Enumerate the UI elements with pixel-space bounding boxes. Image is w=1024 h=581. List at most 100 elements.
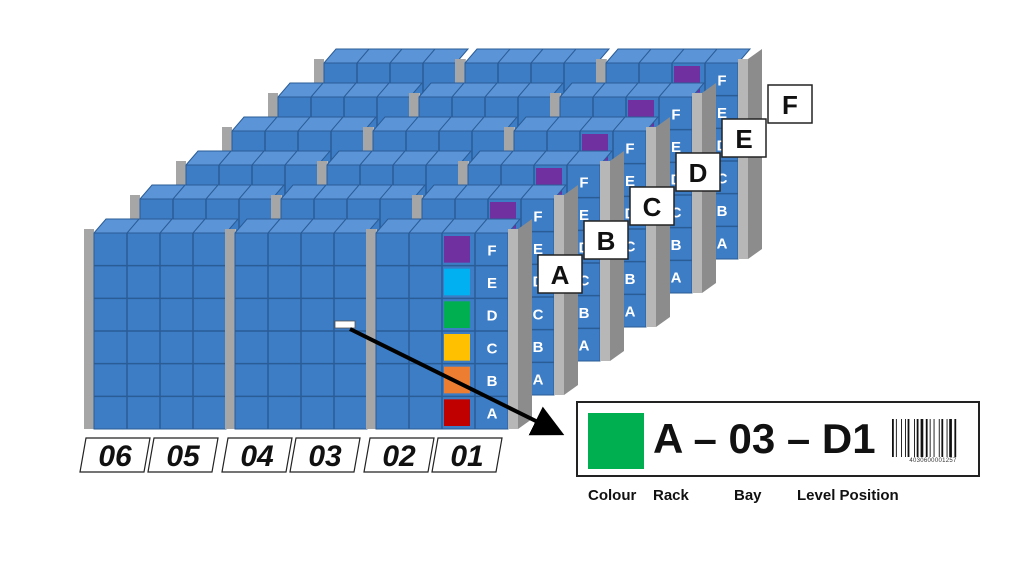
level-label-b: B bbox=[579, 305, 590, 322]
level-label-f: F bbox=[625, 140, 634, 157]
row-label-b: B bbox=[597, 226, 616, 256]
rack-top-line bbox=[451, 82, 465, 98]
level-label-e: E bbox=[717, 105, 727, 122]
rack-top-line bbox=[238, 184, 252, 200]
level-label-c: C bbox=[671, 204, 682, 221]
rack-top-line bbox=[300, 218, 314, 234]
rack-frame bbox=[738, 59, 748, 259]
level-label-c: C bbox=[487, 340, 498, 357]
rack-top-line bbox=[484, 82, 498, 98]
level-label-c: C bbox=[533, 306, 544, 323]
barcode-bar bbox=[941, 419, 944, 457]
rack-top-line bbox=[159, 218, 173, 234]
barcode-icon bbox=[892, 419, 957, 457]
level-swatch-c bbox=[444, 334, 470, 361]
rack-top-line bbox=[330, 116, 344, 132]
row-label-box bbox=[721, 118, 767, 158]
rack-top-line bbox=[297, 116, 311, 132]
rack-top-line bbox=[376, 82, 390, 98]
legend-level-position: Level Position bbox=[797, 487, 899, 504]
location-arrow bbox=[349, 327, 565, 436]
row-label-box bbox=[629, 186, 675, 226]
bay-number-box bbox=[363, 437, 435, 473]
rack-top-line bbox=[389, 48, 403, 64]
bay-number-03: 03 bbox=[289, 437, 361, 473]
rack-top-line bbox=[658, 82, 672, 98]
bay-number-text: 06 bbox=[98, 440, 132, 473]
row-label-c: C bbox=[643, 192, 662, 222]
barcode-bar bbox=[946, 419, 948, 457]
rack-top-line bbox=[474, 218, 488, 234]
level-label-c: C bbox=[579, 272, 590, 289]
level-label-b: B bbox=[671, 237, 682, 254]
rack-frame bbox=[84, 229, 94, 429]
location-label: A – 03 – D1 4030600001257 bbox=[576, 401, 980, 477]
level-swatch-f bbox=[444, 236, 470, 263]
barcode-bar bbox=[954, 419, 957, 457]
label-colour-swatch bbox=[588, 413, 644, 469]
rack-top-line bbox=[454, 184, 468, 200]
level-label-a: A bbox=[487, 406, 498, 423]
level-swatch-d bbox=[444, 301, 470, 328]
row-label-box bbox=[537, 254, 583, 294]
level-label-e: E bbox=[579, 207, 589, 224]
row-label-box bbox=[583, 220, 629, 260]
rack-frame bbox=[554, 195, 564, 395]
rack-top-line bbox=[625, 82, 639, 98]
bay-number-box bbox=[431, 437, 503, 473]
level-label-e: E bbox=[533, 241, 543, 258]
barcode-bar bbox=[949, 419, 952, 457]
barcode-bar bbox=[938, 419, 940, 457]
bay-number-box bbox=[221, 437, 293, 473]
rack-top-line bbox=[343, 82, 357, 98]
legend-rack: Rack bbox=[653, 487, 689, 504]
rack-top-line bbox=[408, 218, 422, 234]
selected-location-marker bbox=[334, 320, 356, 329]
bay-number-01: 01 bbox=[431, 437, 503, 473]
rack-top-line bbox=[487, 184, 501, 200]
level-label-b: B bbox=[533, 339, 544, 356]
level-label-b: B bbox=[625, 271, 636, 288]
rack-top-line bbox=[517, 82, 531, 98]
bay-number-text: 02 bbox=[382, 440, 416, 473]
bay-number-02: 02 bbox=[363, 437, 435, 473]
level-label-e: E bbox=[625, 173, 635, 190]
rack-top-line bbox=[313, 184, 327, 200]
rack-top-line bbox=[310, 82, 324, 98]
level-label-f: F bbox=[487, 242, 496, 259]
row-label-box bbox=[767, 84, 813, 124]
bay-number-05: 05 bbox=[147, 437, 219, 473]
rack-top-line bbox=[346, 184, 360, 200]
rack-top-line bbox=[546, 116, 560, 132]
bay-number-box bbox=[79, 437, 151, 473]
bay-number-text: 05 bbox=[166, 440, 201, 473]
barcode-bar bbox=[920, 419, 924, 457]
rack-frame bbox=[646, 127, 656, 327]
rack-frame bbox=[366, 229, 376, 429]
rack-frame bbox=[508, 229, 518, 429]
legend-colour: Colour bbox=[588, 487, 637, 504]
barcode-bar bbox=[933, 419, 935, 457]
level-label-a: A bbox=[579, 338, 590, 355]
rack-side-panel bbox=[518, 219, 532, 429]
barcode-number: 4030600001257 bbox=[909, 458, 957, 464]
rack-top-line bbox=[172, 184, 186, 200]
level-label-b: B bbox=[717, 203, 728, 220]
level-label-c: C bbox=[625, 238, 636, 255]
rack-top-line bbox=[126, 218, 140, 234]
bay-number-text: 04 bbox=[240, 440, 274, 473]
rack-top-line bbox=[530, 48, 544, 64]
rack-top-line bbox=[425, 150, 439, 166]
rack-top-line bbox=[533, 150, 547, 166]
bay-number-box bbox=[289, 437, 361, 473]
barcode-bar bbox=[901, 419, 902, 457]
rack-top-line bbox=[284, 150, 298, 166]
rack-top-line bbox=[438, 116, 452, 132]
level-label-b: B bbox=[487, 373, 498, 390]
rack-top-line bbox=[520, 184, 534, 200]
rack-top-line bbox=[359, 150, 373, 166]
rack-top-line bbox=[192, 218, 206, 234]
barcode-bar bbox=[914, 419, 915, 457]
